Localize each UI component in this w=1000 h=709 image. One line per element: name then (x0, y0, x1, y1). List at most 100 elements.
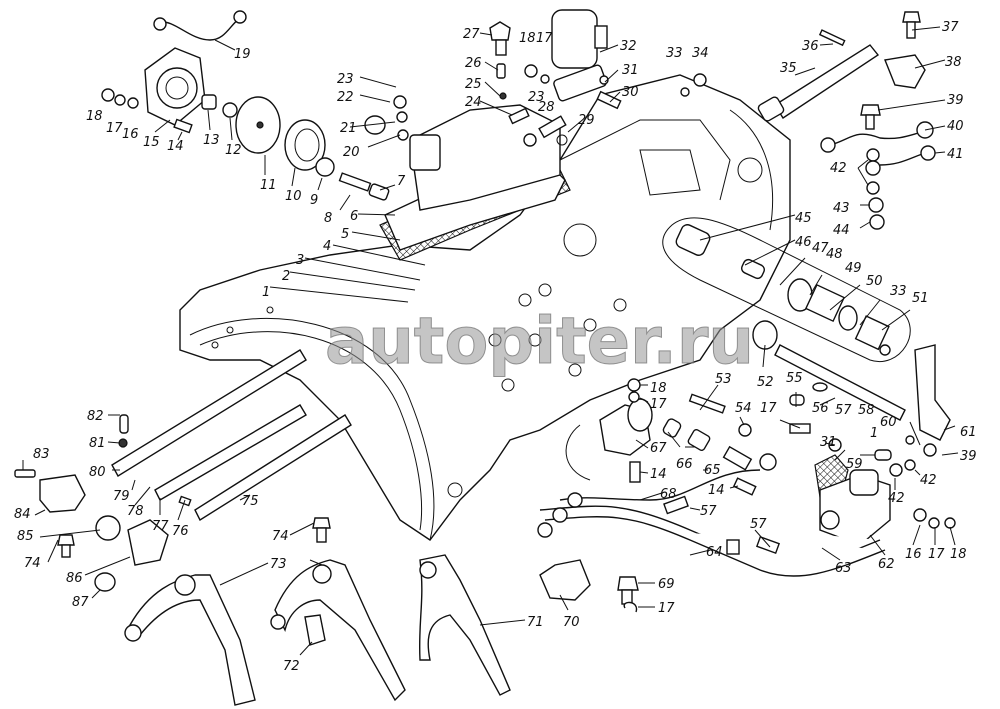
callout-41: 41 (947, 147, 964, 162)
callout-31b: 31 (820, 435, 837, 450)
callout-33b: 33 (890, 284, 907, 299)
callout-85: 85 (17, 529, 34, 544)
callout-12: 12 (225, 143, 242, 158)
callout-9: 9 (310, 193, 318, 208)
callout-44: 44 (833, 223, 850, 238)
callout-28: 28 (538, 100, 555, 115)
lever-61 (914, 344, 951, 441)
block-86 (127, 519, 169, 566)
callout-73: 73 (270, 557, 287, 572)
callout-80: 80 (89, 465, 106, 480)
callout-42c: 42 (888, 491, 905, 506)
callout-65: 65 (704, 463, 721, 478)
lever-38 (884, 54, 926, 89)
solenoid-valve-32 (551, 9, 608, 102)
callout-35: 35 (780, 61, 797, 76)
callout-79: 79 (113, 489, 130, 504)
oil-pipe-19 (159, 17, 241, 41)
callout-3: 3 (296, 253, 304, 268)
callout-55: 55 (786, 371, 803, 386)
top-cover (379, 104, 571, 261)
callout-81: 81 (89, 436, 106, 451)
callout-24: 24 (465, 95, 482, 110)
callout-56: 56 (812, 401, 829, 416)
callout-34: 34 (692, 46, 709, 61)
callout-76: 76 (172, 524, 189, 539)
callout-27: 27 (463, 27, 480, 42)
callout-72: 72 (283, 659, 300, 674)
bushing-52 (752, 320, 778, 350)
callout-16a: 16 (122, 127, 139, 142)
callout-63: 63 (835, 561, 852, 576)
callout-39a: 39 (947, 93, 964, 108)
callout-83: 83 (33, 447, 50, 462)
callout-54: 54 (735, 401, 752, 416)
callout-18b: 18 (519, 31, 536, 46)
callout-26: 26 (465, 56, 482, 71)
callout-43: 43 (833, 201, 850, 216)
housing-bolt-holes (211, 283, 627, 498)
callout-40: 40 (947, 119, 964, 134)
bolt-8 (338, 172, 372, 192)
callout-87: 87 (72, 595, 89, 610)
callout-19: 19 (234, 47, 251, 62)
pipe-40 (829, 131, 923, 146)
callout-60: 60 (880, 415, 897, 430)
bracket-70 (539, 559, 591, 601)
valve-67 (599, 398, 653, 456)
callout-66: 66 (676, 457, 693, 472)
callout-1: 1 (262, 285, 270, 300)
callout-7: 7 (397, 174, 406, 189)
block-85 (95, 515, 121, 541)
shaft-58 (774, 344, 906, 421)
callout-61: 61 (960, 425, 977, 440)
callout-17e: 17 (928, 547, 945, 562)
callout-62: 62 (878, 557, 895, 572)
callout-57a: 57 (835, 403, 852, 418)
callout-14b: 14 (650, 467, 667, 482)
callout-67: 67 (650, 441, 667, 456)
callout-18a: 18 (86, 109, 103, 124)
callout-31a: 31 (622, 63, 639, 78)
callout-16b: 16 (905, 547, 922, 562)
callout-6: 6 (350, 209, 358, 224)
callout-17a: 17 (106, 121, 123, 136)
shoe-72 (304, 614, 326, 646)
cylinder-assembly (662, 217, 911, 363)
callout-13: 13 (203, 133, 220, 148)
callout-82: 82 (87, 409, 104, 424)
callout-8: 8 (324, 211, 332, 226)
shift-fork-73-right (270, 559, 406, 702)
shift-fork-73-left (124, 574, 256, 706)
callout-22: 22 (337, 90, 354, 105)
callout-32: 32 (620, 39, 637, 54)
callout-17d: 17 (760, 401, 777, 416)
bearing-cover-15 (144, 47, 206, 126)
callout-52: 52 (757, 375, 774, 390)
callout-4: 4 (323, 239, 331, 254)
callout-71: 71 (527, 615, 544, 630)
callout-10: 10 (285, 189, 302, 204)
callout-18c: 18 (650, 381, 667, 396)
callout-47: 47 (812, 241, 829, 256)
callout-49: 49 (845, 261, 862, 276)
callout-84: 84 (14, 507, 31, 522)
callout-78: 78 (127, 504, 144, 519)
callout-25: 25 (465, 77, 482, 92)
callout-21: 21 (340, 121, 357, 136)
callout-20: 20 (343, 145, 360, 160)
callout-38: 38 (945, 55, 962, 70)
callout-15: 15 (143, 135, 160, 150)
shaft-35 (757, 44, 880, 122)
seal-9 (315, 157, 335, 177)
callout-45: 45 (795, 211, 812, 226)
leader-lines (22, 26, 959, 656)
callout-18d: 18 (950, 547, 967, 562)
callout-57c: 57 (750, 517, 767, 532)
callout-68: 68 (660, 487, 677, 502)
callout-57b: 57 (700, 504, 717, 519)
callout-59: 59 (846, 457, 863, 472)
plug-27 (489, 21, 511, 41)
callout-42b: 42 (920, 473, 937, 488)
